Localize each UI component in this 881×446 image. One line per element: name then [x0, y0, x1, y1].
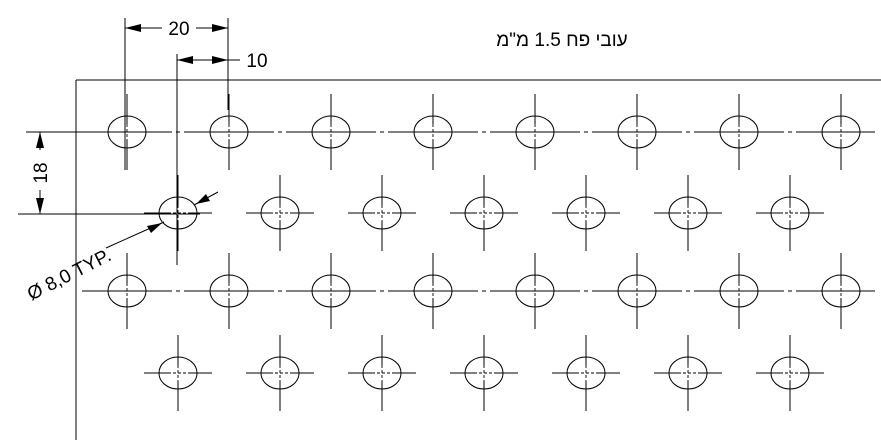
hole: [195, 253, 263, 329]
hole: [348, 335, 416, 411]
dimension-horizontal-pitch: 20: [124, 18, 229, 170]
hole: [246, 335, 314, 411]
dimension-20-label: 20: [168, 19, 189, 40]
hole: [144, 335, 212, 411]
hole: [654, 335, 722, 411]
sheet-thickness-note: עובי פח 1.5 מ"מ: [496, 30, 628, 51]
sheet-outline: [75, 79, 881, 440]
hole: [93, 253, 161, 329]
hole: [348, 175, 416, 251]
hole: [501, 253, 569, 329]
hole: [450, 175, 518, 251]
hole: [552, 175, 620, 251]
dimension-10-label: 10: [246, 51, 267, 72]
hole: [756, 335, 824, 411]
hole: [144, 175, 212, 251]
hole: [603, 94, 671, 170]
hole: [654, 175, 722, 251]
hole: [399, 94, 467, 170]
row-centerlines: [82, 131, 870, 292]
dimension-vertical-pitch: 18: [18, 131, 200, 215]
hole: [297, 253, 365, 329]
hole: [450, 335, 518, 411]
dimension-row-offset: 10: [176, 51, 268, 265]
hole: [399, 253, 467, 329]
hole-pattern: [93, 94, 875, 411]
hole: [705, 253, 773, 329]
hole: [603, 253, 671, 329]
hole: [552, 335, 620, 411]
hole: [705, 94, 773, 170]
hole: [501, 94, 569, 170]
hole: [807, 253, 875, 329]
hole: [297, 94, 365, 170]
hole-diameter-callout: Ø 8,0 TYP.: [24, 191, 219, 305]
hole: [195, 94, 263, 170]
hole: [756, 175, 824, 251]
hole: [807, 94, 875, 170]
hole-diameter-label: Ø 8,0 TYP.: [24, 245, 115, 305]
dimension-18-label: 18: [31, 162, 52, 183]
hole: [246, 175, 314, 251]
